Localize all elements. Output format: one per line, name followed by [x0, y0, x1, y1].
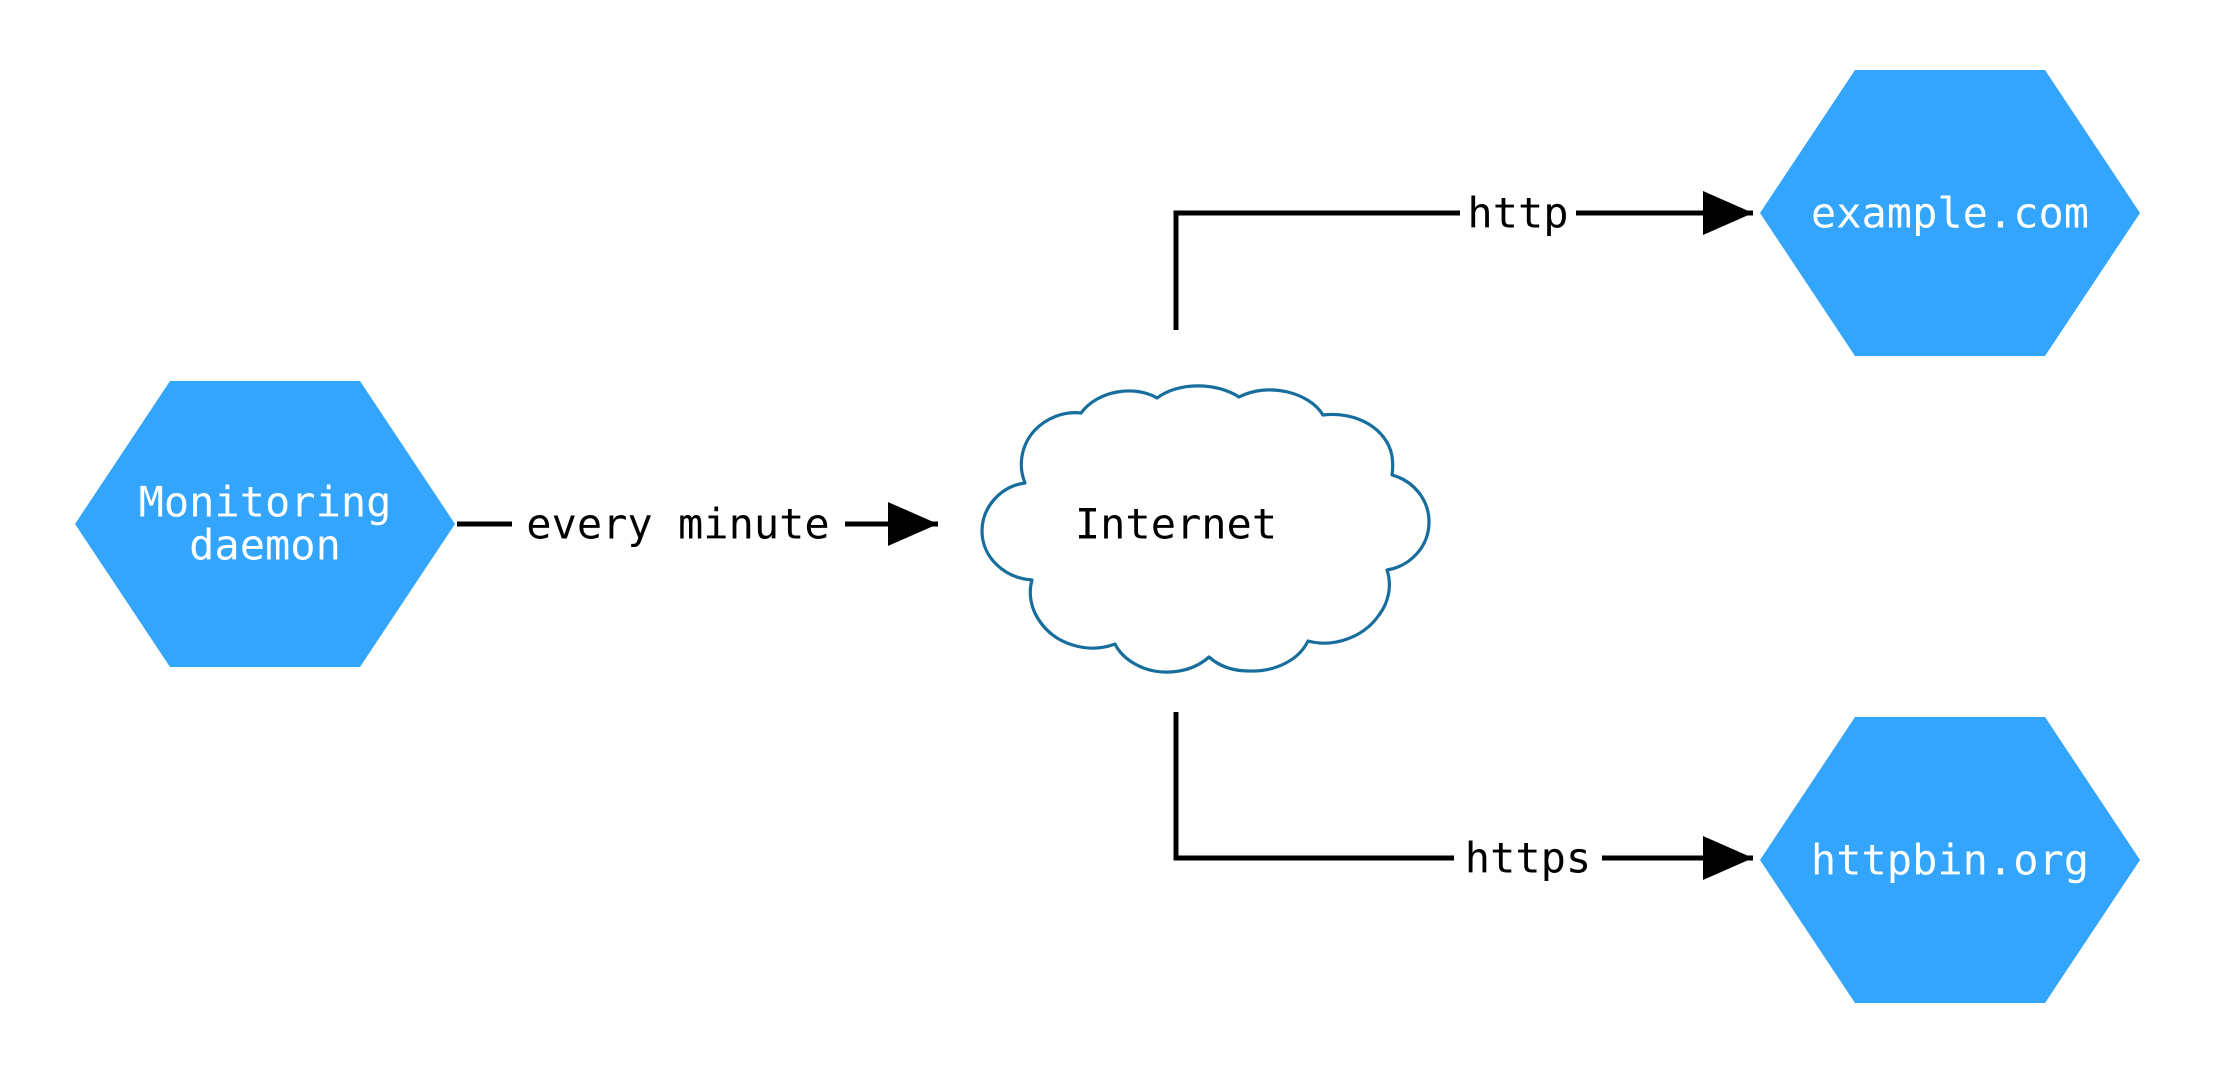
example-com-hexagon — [1760, 70, 2140, 356]
edge-daemon-to-internet[interactable]: every minute — [457, 500, 938, 551]
edge-label-backing-https — [1454, 834, 1602, 884]
internet-cloud-shape — [980, 384, 1431, 674]
example-com-label: example.com — [1811, 189, 2089, 238]
edge-internet-to-httpbin[interactable]: https — [1173, 712, 1753, 884]
edge-label-http: http — [1467, 189, 1568, 238]
edge-label-https: https — [1465, 834, 1591, 883]
node-monitoring-daemon[interactable]: Monitoring daemon — [75, 381, 455, 667]
httpbin-org-label: httpbin.org — [1811, 836, 2089, 885]
edge-label-backing-http — [1460, 189, 1576, 239]
edge-internet-to-example[interactable]: http — [1173, 189, 1753, 331]
node-httpbin-org[interactable]: httpbin.org — [1760, 717, 2140, 1003]
monitoring-daemon-label-line-1: Monitoring — [139, 478, 392, 527]
internet-label: Internet — [1075, 500, 1277, 549]
node-example-com[interactable]: example.com — [1760, 70, 2140, 356]
edge-label-backing-every-minute — [512, 500, 845, 550]
edge-label-every-minute: every minute — [526, 500, 829, 549]
httpbin-org-hexagon — [1760, 717, 2140, 1003]
monitoring-daemon-label-line-2: daemon — [189, 521, 341, 570]
node-internet[interactable]: Internet — [980, 384, 1431, 674]
monitoring-daemon-hexagon — [75, 381, 455, 667]
